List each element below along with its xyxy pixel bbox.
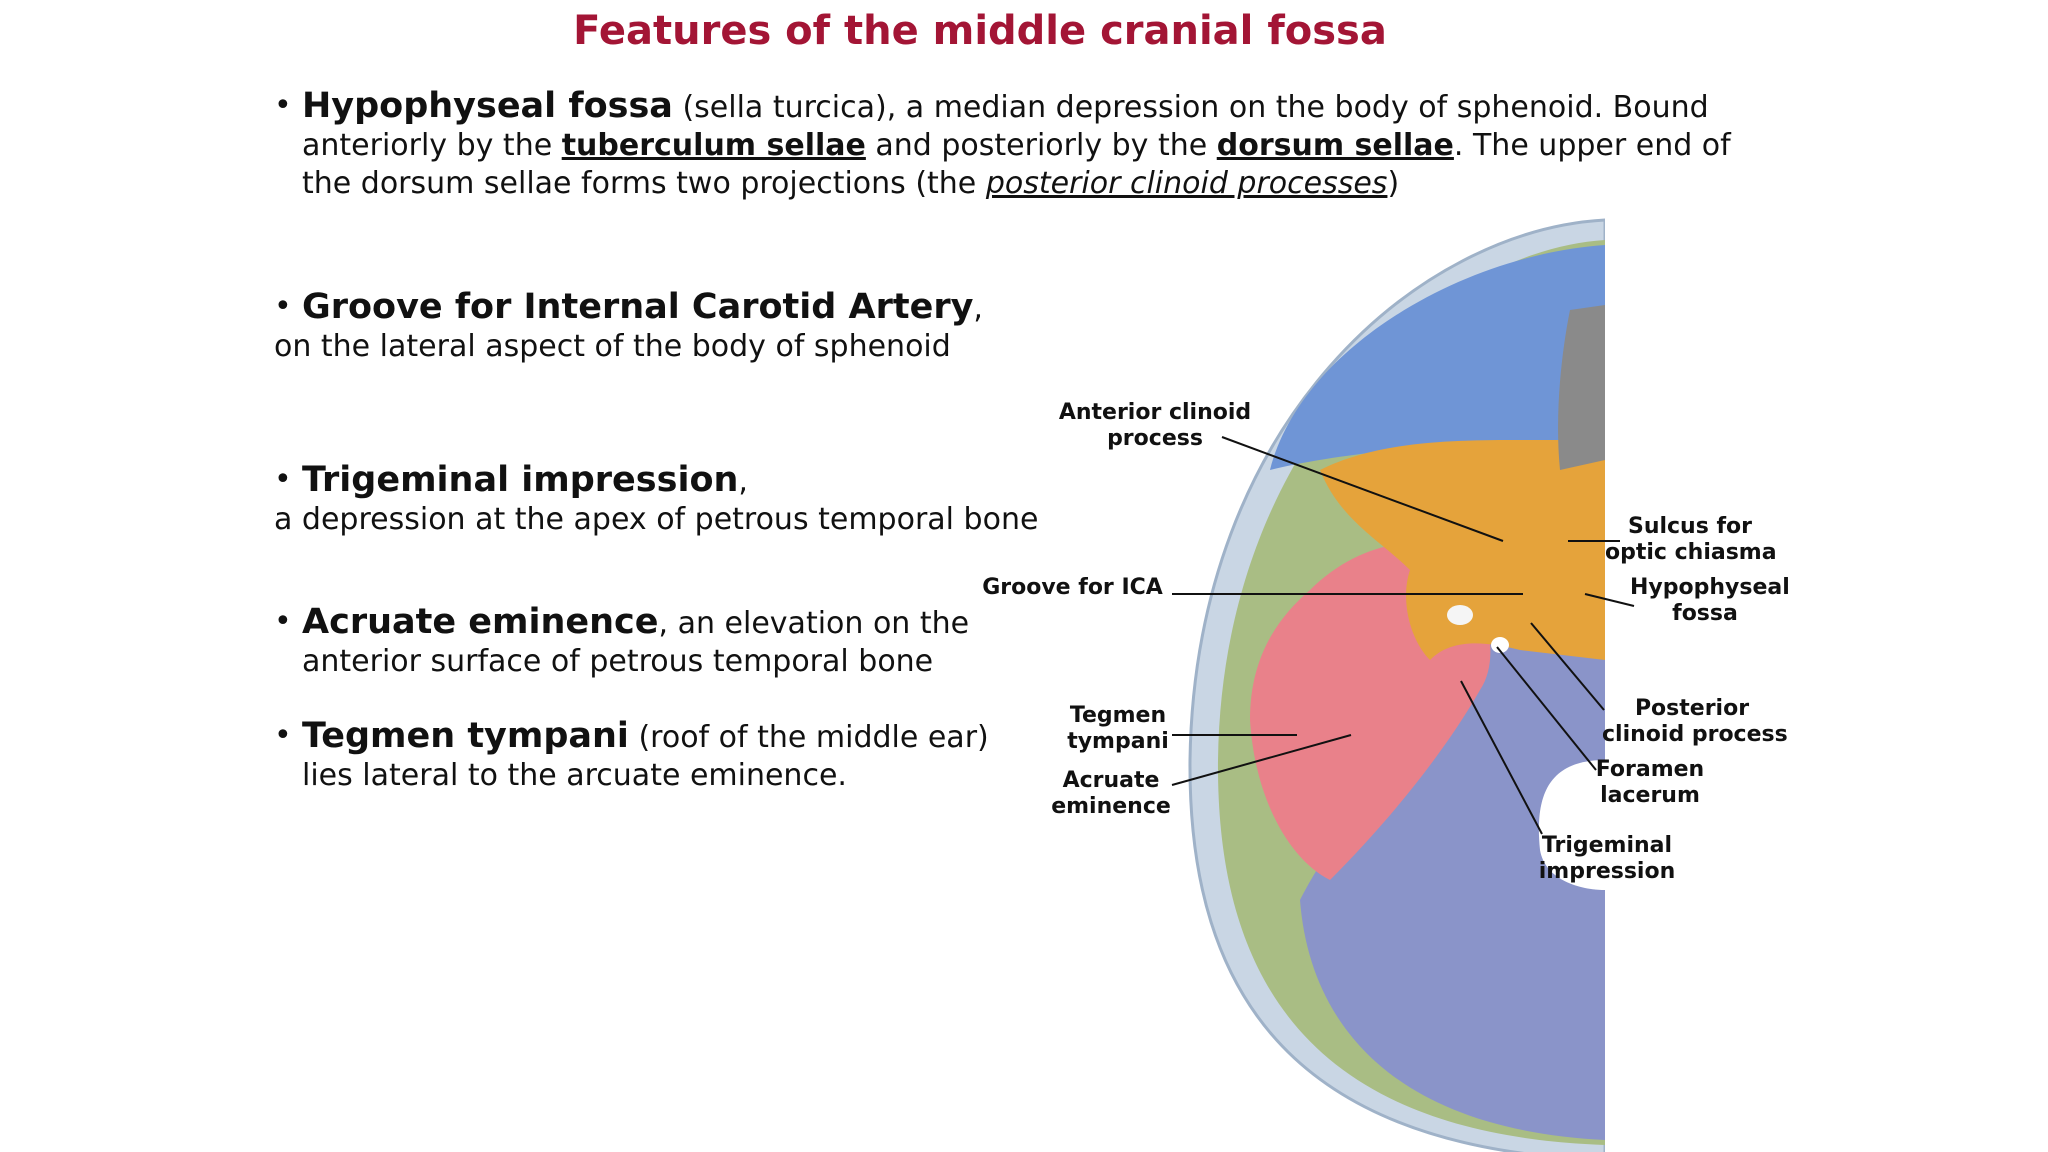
bullet-line: Hypophyseal fossa (sella turcica), a med…: [302, 87, 1762, 127]
bullet-line: anterior surface of petrous temporal bon…: [302, 643, 1062, 681]
label-line: Tegmen: [1069, 703, 1167, 728]
bullet-heading: Groove for Internal Carotid Artery: [302, 287, 974, 327]
bullet-text: on the lateral aspect of the body of sph…: [274, 329, 951, 364]
leader-lines: [1171, 436, 1635, 835]
bullet-text: , an elevation on the: [658, 606, 970, 641]
bullet-text: ): [1387, 166, 1400, 201]
bullet-acruate-eminence: • Acruate eminence, an elevation on the …: [274, 603, 1062, 681]
bullet-text: ,: [973, 291, 983, 326]
label-sulcus-optic-chiasma: Sulcus for optic chiasma: [1605, 514, 1777, 566]
label-line: Hypophyseal: [1630, 575, 1790, 600]
bullet-tegmen-tympani: • Tegmen tympani (roof of the middle ear…: [274, 717, 1062, 795]
bullet-text: ,: [738, 464, 748, 499]
bullet-text: (sella turcica), a median depression on …: [672, 90, 1709, 125]
label-line: Posterior: [1634, 696, 1750, 721]
label-foramen-lacerum: Foramen lacerum: [1592, 757, 1708, 809]
label-line: fossa: [1672, 601, 1738, 626]
label-line: process: [1107, 426, 1203, 451]
bullet-dot: •: [274, 604, 292, 639]
bullet-heading: Tegmen tympani: [302, 716, 629, 756]
bullet-text: . The upper end of: [1453, 128, 1731, 163]
bullet-text: a depression at the apex of petrous temp…: [274, 502, 1039, 537]
bullet-line: anteriorly by the tuberculum sellae and …: [302, 127, 1762, 165]
label-line: eminence: [1051, 794, 1171, 819]
label-trigeminal-impression: Trigeminal impression: [1537, 833, 1677, 885]
label-line: Acruate: [1062, 768, 1160, 793]
bullet-text: lies lateral to the arcuate eminence.: [302, 758, 847, 793]
label-line: clinoid process: [1602, 722, 1788, 747]
label-acruate-eminence: Acruate eminence: [1050, 768, 1172, 820]
foramen-magnum: [1538, 760, 1605, 890]
bullet-text: (roof of the middle ear): [628, 720, 989, 755]
bullet-line: Tegmen tympani (roof of the middle ear): [302, 717, 1062, 757]
bullet-line: on the lateral aspect of the body of sph…: [274, 328, 1062, 366]
leader-posterior-clinoid: [1530, 622, 1605, 711]
label-line: optic chiasma: [1605, 540, 1777, 565]
bullet-line: Groove for Internal Carotid Artery,: [302, 288, 1062, 328]
anterior-fossa: [1270, 245, 1605, 470]
label-line: Foramen: [1595, 757, 1705, 782]
label-line: tympani: [1067, 729, 1169, 754]
label-hypophyseal-fossa: Hypophyseal fossa: [1630, 575, 1790, 627]
leader-trigeminal: [1460, 680, 1543, 835]
bullet-line: lies lateral to the arcuate eminence.: [302, 757, 1062, 795]
bullet-dot: •: [274, 289, 292, 324]
term-posterior-clinoid-processes: posterior clinoid processes: [985, 166, 1388, 201]
label-line: lacerum: [1600, 783, 1700, 808]
bullet-trigeminal-impression: • Trigeminal impression, a depression at…: [274, 461, 1102, 539]
label-posterior-clinoid-process: Posterior clinoid process: [1602, 696, 1788, 748]
term-tuberculum-sellae: tuberculum sellae: [561, 128, 866, 163]
bullet-line: Acruate eminence, an elevation on the: [302, 603, 1062, 643]
label-line: Sulcus for: [1627, 514, 1753, 539]
label-line: Anterior clinoid: [1058, 400, 1252, 425]
bullet-text: anteriorly by the: [302, 128, 562, 163]
label-tegmen-tympani: Tegmen tympani: [1058, 703, 1178, 755]
bullet-hypophyseal-fossa: • Hypophyseal fossa (sella turcica), a m…: [274, 87, 1762, 203]
term-dorsum-sellae: dorsum sellae: [1216, 128, 1454, 163]
posterior-fossa: [1300, 640, 1605, 1140]
bullet-line: the dorsum sellae forms two projections …: [302, 165, 1762, 203]
leader-hypophyseal: [1584, 593, 1635, 607]
bullet-text: anterior surface of petrous temporal bon…: [302, 644, 934, 679]
sphenoid-region: [1320, 440, 1605, 660]
leader-acruate: [1171, 734, 1352, 786]
label-groove-for-ica: Groove for ICA: [975, 575, 1170, 601]
bullet-dot: •: [274, 462, 292, 497]
bullet-heading: Acruate eminence: [302, 602, 659, 642]
bullet-dot: •: [274, 718, 292, 753]
label-line: Trigeminal: [1541, 833, 1673, 858]
bullet-line: Trigeminal impression,: [302, 461, 1102, 501]
label-line: Groove for ICA: [982, 575, 1163, 600]
foramen-ovale: [1447, 605, 1473, 625]
page-title: Features of the middle cranial fossa: [573, 8, 1387, 54]
foramen-lacerum-opening: [1491, 637, 1509, 653]
bullet-heading: Trigeminal impression: [302, 460, 739, 500]
leader-foramen-lacerum: [1496, 646, 1597, 771]
leader-anterior-clinoid: [1221, 436, 1504, 542]
cribriform-area: [1558, 305, 1605, 470]
bullet-line: a depression at the apex of petrous temp…: [274, 501, 1102, 539]
cranial-fossa-half: [1188, 218, 1605, 1152]
bullet-text: and posteriorly by the: [865, 128, 1217, 163]
label-anterior-clinoid-process: Anterior clinoid process: [1050, 400, 1260, 452]
label-line: impression: [1538, 859, 1676, 884]
bullet-groove-ica: • Groove for Internal Carotid Artery, on…: [274, 288, 1062, 366]
bullet-heading: Hypophyseal fossa: [302, 86, 673, 126]
bullet-text: the dorsum sellae forms two projections …: [302, 166, 986, 201]
bullet-dot: •: [274, 88, 292, 123]
